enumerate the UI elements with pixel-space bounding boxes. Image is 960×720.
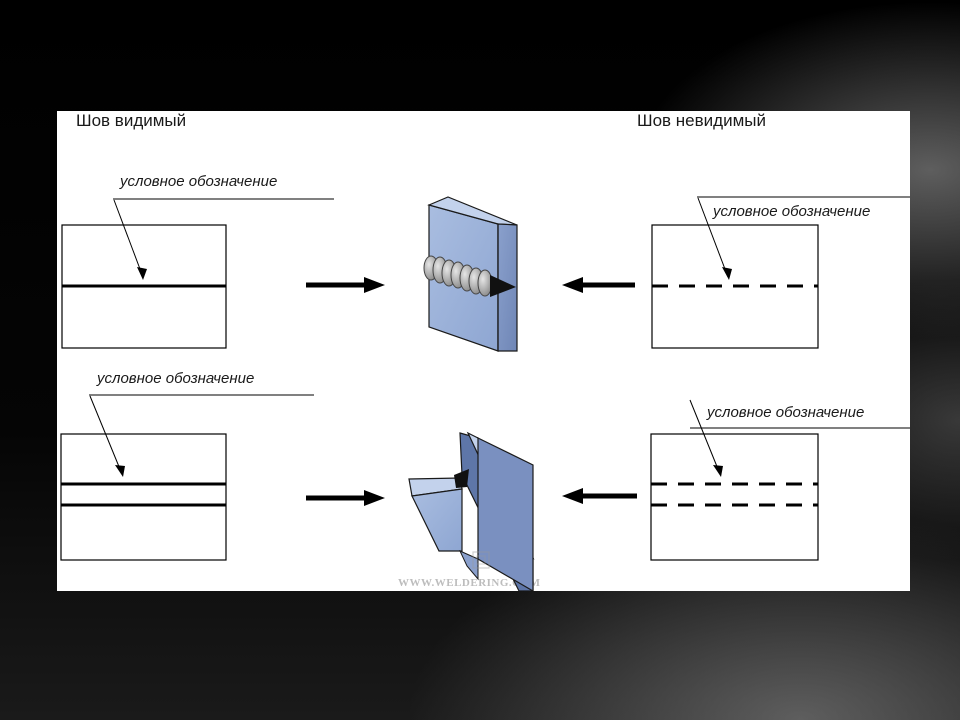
diagram-drawing [60, 196, 910, 591]
plate-outline [60, 433, 227, 561]
top-left-visible-weld [61, 198, 334, 349]
top-right-invisible-weld [651, 196, 910, 349]
fillet-weld [454, 469, 469, 488]
arrow-right-top [306, 277, 385, 293]
plate-outline [650, 433, 819, 561]
diagram-slide: Шов видимый Шов невидимый условное обозн… [57, 111, 910, 591]
leader-line [697, 197, 729, 278]
heading-visible-weld: Шов видимый [76, 111, 187, 130]
watermark-logo [472, 551, 490, 569]
leader-line [113, 199, 144, 278]
horizontal-plate-front [411, 488, 463, 552]
butt-weld-3d-illustration [423, 196, 518, 352]
leader-arrowhead [115, 465, 125, 477]
arrow-left-bottom [562, 488, 637, 504]
note-top-right: условное обозначение [713, 203, 871, 220]
note-bottom-left: условное обозначение [97, 370, 255, 387]
arrow-left-top [562, 277, 635, 293]
bottom-left-visible-weld [60, 394, 314, 561]
leader-arrowhead [137, 267, 147, 280]
arrow-right-bottom [306, 490, 385, 506]
heading-invisible-weld: Шов невидимый [637, 111, 766, 130]
t-joint-3d-illustration [408, 431, 535, 591]
note-bottom-right: условное обозначение [707, 404, 865, 421]
leader-arrowhead [722, 267, 732, 280]
leader-arrowhead [713, 465, 723, 477]
vertical-plate-face [477, 437, 534, 591]
note-top-left: условное обозначение [120, 173, 278, 190]
weld-bead [423, 255, 516, 297]
bottom-right-invisible-weld [650, 399, 910, 561]
leader-line [689, 399, 721, 475]
watermark: WWW.WELDERING.COM [398, 577, 541, 589]
leader-line [89, 395, 123, 475]
